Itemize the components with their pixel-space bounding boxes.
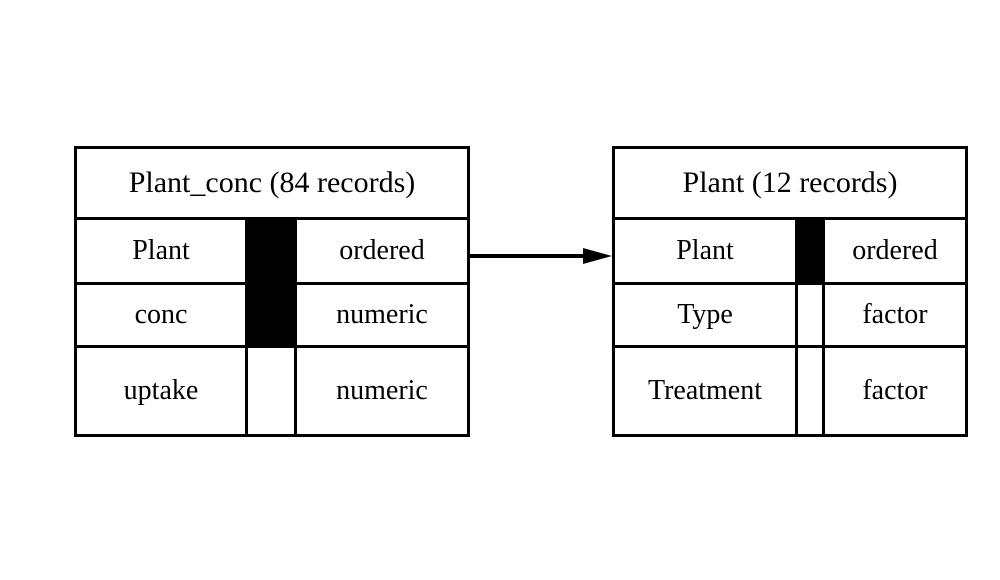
table-row[interactable]: Plant ordered [77,220,467,285]
field-name-text: Type [677,299,733,330]
field-type-cell: factor [825,285,965,345]
table-row[interactable]: Type factor [615,285,965,348]
field-name-cell: conc [77,285,245,345]
entity-table-plant[interactable]: Plant (12 records) Plant ordered Type fa… [612,146,968,437]
field-name-text: Plant [676,235,734,266]
field-type-cell: ordered [297,220,467,282]
field-type-cell: factor [825,348,965,434]
key-marker-cell [245,348,297,434]
field-name-cell: Type [615,285,795,345]
field-type-text: ordered [852,235,938,266]
field-type-cell: numeric [297,348,467,434]
key-marker-cell [795,348,825,434]
field-type-text: numeric [336,375,428,406]
field-type-text: factor [862,299,928,330]
field-name-cell: uptake [77,348,245,434]
field-name-text: uptake [123,375,199,406]
field-type-cell: numeric [297,285,467,345]
entity-title-text: Plant (12 records) [682,166,898,199]
table-row[interactable]: uptake numeric [77,348,467,434]
field-name-cell: Plant [615,220,795,282]
relationship-arrow [470,248,612,264]
entity-field-list-plant: Plant ordered Type factor Treatment [615,220,965,434]
entity-title-text: Plant_conc (84 records) [128,166,416,199]
field-name-text: Treatment [647,375,763,406]
table-row[interactable]: conc numeric [77,285,467,348]
key-marker-cell [795,220,825,285]
entity-table-title-plant-conc: Plant_conc (84 records) [77,149,467,220]
table-row[interactable]: Plant ordered [615,220,965,285]
field-type-text: factor [862,375,928,406]
field-name-cell: Treatment [615,348,795,434]
key-marker-cell [245,220,297,285]
field-type-cell: ordered [825,220,965,282]
field-name-cell: Plant [77,220,245,282]
table-row[interactable]: Treatment factor [615,348,965,434]
entity-field-list-plant-conc: Plant ordered conc numeric uptake [77,220,467,434]
entity-table-plant-conc[interactable]: Plant_conc (84 records) Plant ordered co… [74,146,470,437]
entity-table-title-plant: Plant (12 records) [615,149,965,220]
key-marker-cell [245,285,297,348]
field-name-text: Plant [132,235,190,266]
field-type-text: ordered [339,235,425,266]
key-marker-cell [795,285,825,345]
field-type-text: numeric [336,299,428,330]
field-name-text: conc [134,299,188,330]
